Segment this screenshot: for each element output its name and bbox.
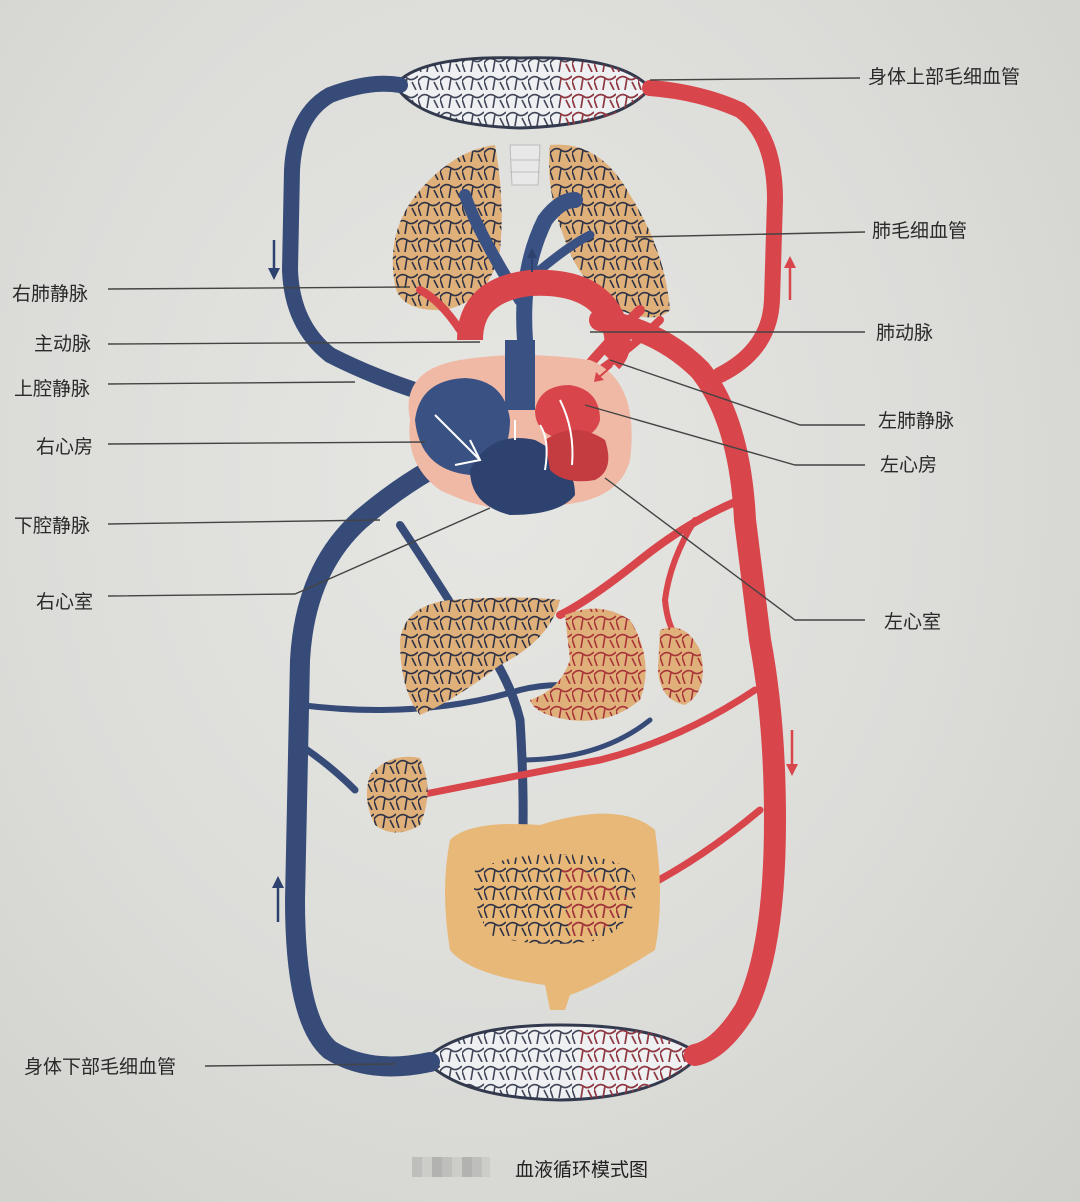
- label-upper-body-capillaries: 身体上部毛细血管: [868, 66, 1021, 88]
- label-lung-capillaries: 肺毛细血管: [872, 220, 968, 242]
- arrow-up-icon: [527, 248, 537, 272]
- label-left-atrium: 左心房: [880, 454, 938, 476]
- arrow-down-icon: [786, 730, 798, 776]
- blurred-figure-number: [412, 1157, 490, 1177]
- leader-lines: [107, 77, 866, 1067]
- figure-caption: 血液循环模式图: [515, 1159, 649, 1181]
- flow-direction-arrows: [268, 240, 798, 922]
- label-right-ventricle: 右心室: [36, 591, 94, 613]
- label-left-pulmonary-vein: 左肺静脉: [878, 410, 955, 432]
- left-atrium-shape: [535, 385, 600, 440]
- label-superior-vena-cava: 上腔静脉: [14, 378, 91, 400]
- lower-body-capillary-bed: [422, 1023, 703, 1102]
- label-left-ventricle: 左心室: [884, 611, 942, 633]
- label-right-pulmonary-vein: 右肺静脉: [12, 283, 89, 305]
- heart: [408, 269, 632, 515]
- label-aorta: 主动脉: [34, 333, 92, 355]
- left-ventricle-shape: [545, 430, 609, 482]
- arrow-up-icon: [272, 876, 284, 922]
- label-inferior-vena-cava: 下腔静脉: [14, 515, 91, 537]
- arrow-down-icon: [268, 240, 280, 280]
- arrow-up-icon: [784, 256, 796, 300]
- arrow-down-left-icon: [594, 365, 613, 382]
- label-lower-body-capillaries: 身体下部毛细血管: [24, 1056, 177, 1078]
- lungs: [392, 144, 670, 318]
- abdominal-organs: [366, 597, 703, 1010]
- upper-body-capillary-bed: [393, 56, 652, 130]
- label-right-atrium: 右心房: [36, 436, 94, 458]
- label-pulmonary-artery: 肺动脉: [876, 322, 934, 344]
